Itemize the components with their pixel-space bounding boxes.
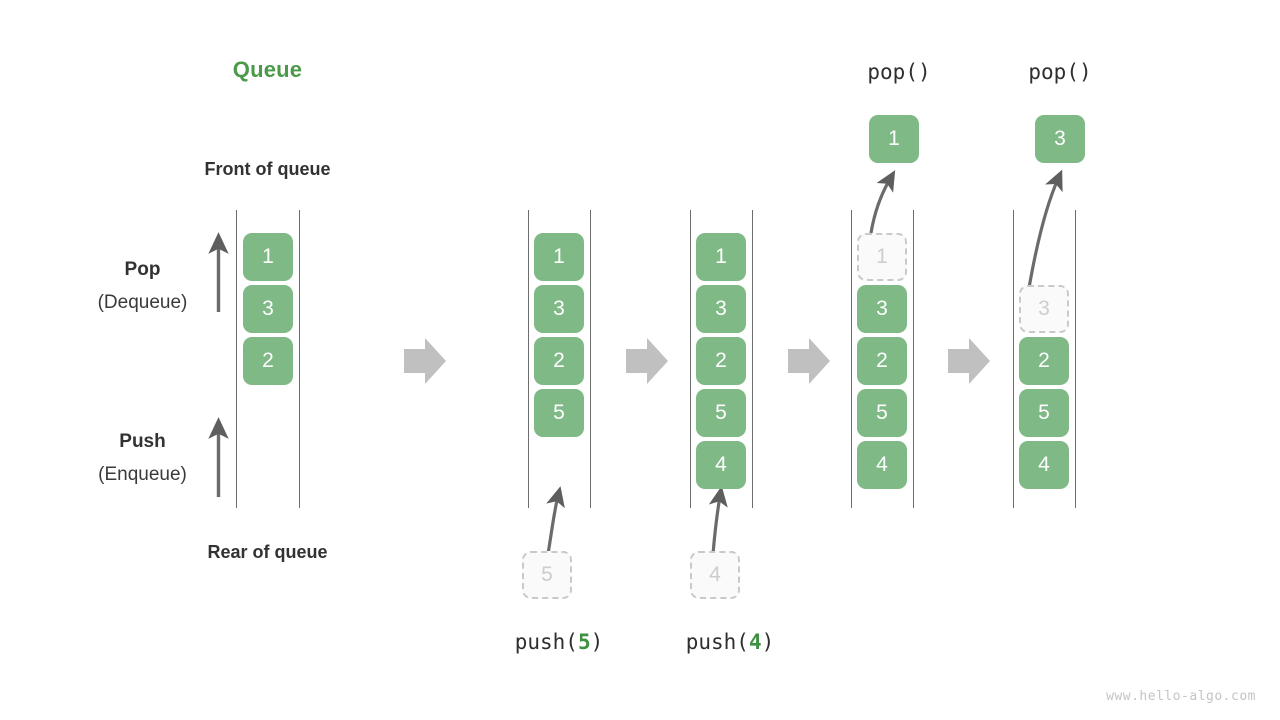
- queue-rail-left: [528, 210, 529, 508]
- queue-cell: 3: [857, 285, 907, 333]
- push-label: Push: [119, 431, 166, 452]
- queue-rail-left: [1013, 210, 1014, 508]
- flow-arrow-4: [948, 338, 990, 384]
- queue-rail-right: [752, 210, 753, 508]
- queue-cell: 3: [534, 285, 584, 333]
- queue-cell: 2: [1019, 337, 1069, 385]
- flow-arrow-1: [404, 338, 446, 384]
- queue-rail-right: [590, 210, 591, 508]
- queue-rail-left: [851, 210, 852, 508]
- queue-rail-left: [236, 210, 237, 508]
- queue-cell: 5: [534, 389, 584, 437]
- flow-arrow-2: [626, 338, 668, 384]
- queue-cell: 3: [243, 285, 293, 333]
- dequeue-label: (Dequeue): [97, 292, 188, 313]
- queue-cell: 1: [243, 233, 293, 281]
- pop-3-arrow: [1027, 169, 1063, 289]
- queue-cell: 5: [857, 389, 907, 437]
- pop-label: Pop: [124, 259, 161, 280]
- queue-rail-right: [1075, 210, 1076, 508]
- queue-cell: 5: [696, 389, 746, 437]
- front-of-queue-label: Front of queue: [204, 159, 331, 179]
- queue-cell: 1: [696, 233, 746, 281]
- queue-rail-right: [299, 210, 300, 508]
- queue-cell: 2: [696, 337, 746, 385]
- popped-element: 3: [1035, 115, 1085, 163]
- push-operation-label-1: push(5): [514, 630, 604, 654]
- push-operation-label-2: push(4): [685, 630, 775, 654]
- queue-cell: 3: [696, 285, 746, 333]
- queue-cell: 2: [243, 337, 293, 385]
- queue-cell: 4: [696, 441, 746, 489]
- queue-rail-left: [690, 210, 691, 508]
- queue-cell: 5: [1019, 389, 1069, 437]
- pop-1-arrow: [869, 170, 896, 234]
- watermark: www.hello-algo.com: [1106, 689, 1256, 704]
- incoming-element-placeholder: 5: [522, 551, 572, 599]
- queue-cell: 1: [534, 233, 584, 281]
- removed-element-placeholder: 3: [1019, 285, 1069, 333]
- queue-cell: 2: [534, 337, 584, 385]
- rear-of-queue-label: Rear of queue: [207, 542, 328, 562]
- page-title: Queue: [232, 57, 303, 82]
- queue-rail-right: [913, 210, 914, 508]
- pop-operation-label-1: pop(): [867, 60, 931, 84]
- push-4-arrow: [708, 485, 728, 555]
- push-5-arrow: [546, 486, 565, 555]
- flow-arrow-3: [788, 338, 830, 384]
- queue-cell: 4: [1019, 441, 1069, 489]
- pop-operation-label-2: pop(): [1028, 60, 1092, 84]
- queue-cell: 4: [857, 441, 907, 489]
- removed-element-placeholder: 1: [857, 233, 907, 281]
- queue-cell: 2: [857, 337, 907, 385]
- popped-element: 1: [869, 115, 919, 163]
- incoming-element-placeholder: 4: [690, 551, 740, 599]
- enqueue-label: (Enqueue): [98, 464, 187, 485]
